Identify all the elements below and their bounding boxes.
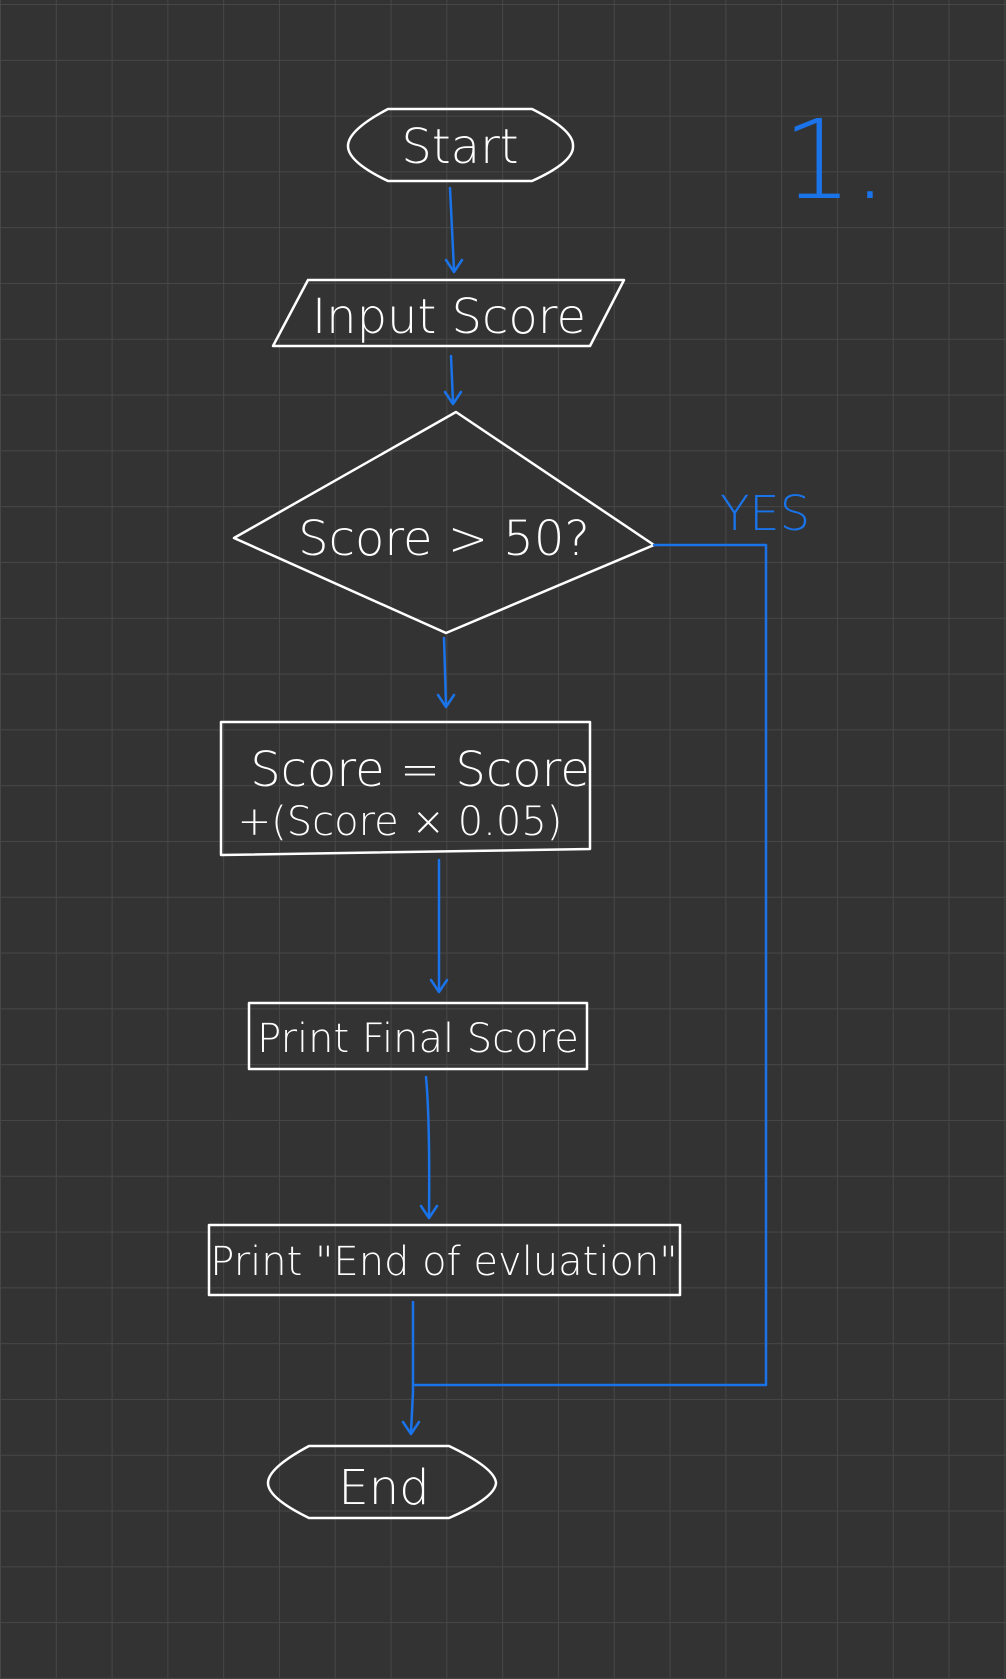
process-node: Score = Score +(Score × 0.05): [219, 720, 592, 857]
print-end-label: Print "End of evluation": [210, 1239, 677, 1285]
arrowhead-end: [401, 1420, 421, 1436]
print-final-node: Print Final Score: [247, 1001, 589, 1071]
arrow-decision-to-process: [442, 636, 448, 707]
arrow-print-final-to-print-end: [424, 1075, 431, 1218]
start-label: Start: [401, 119, 518, 175]
end-terminal-shape: [266, 1444, 498, 1520]
decision-diamond-shape: [232, 410, 656, 635]
page-number: 1.: [783, 96, 888, 224]
process-label-line1: Score = Score: [250, 742, 590, 798]
yes-label: YES: [720, 486, 810, 542]
arrowhead-input: [444, 258, 464, 274]
print-end-node: Print "End of evluation": [207, 1223, 682, 1297]
arrow-start-to-input: [448, 186, 456, 272]
start-node: Start: [346, 107, 575, 183]
arrowhead-process: [436, 693, 456, 709]
end-label: End: [338, 1460, 429, 1516]
print-final-label: Print Final Score: [257, 1016, 579, 1062]
decision-label: Score > 50?: [298, 511, 590, 567]
arrowhead-print-end: [419, 1204, 439, 1220]
print-final-box-shape: [247, 1001, 589, 1071]
process-box-shape: [219, 720, 592, 857]
arrow-print-end-to-end: [409, 1300, 415, 1434]
yes-branch-line: [413, 543, 768, 1387]
arrow-input-to-decision: [449, 354, 455, 404]
arrowhead-print-final: [429, 978, 449, 994]
input-parallelogram-shape: [271, 278, 626, 348]
input-node: Input Score: [271, 278, 626, 348]
end-node: End: [266, 1444, 498, 1520]
start-terminal-shape: [346, 107, 575, 183]
decision-node: Score > 50?: [232, 410, 656, 635]
process-label-line2: +(Score × 0.05): [238, 799, 563, 845]
input-label: Input Score: [312, 289, 586, 345]
print-end-box-shape: [207, 1223, 682, 1297]
arrowhead-decision: [443, 390, 463, 406]
